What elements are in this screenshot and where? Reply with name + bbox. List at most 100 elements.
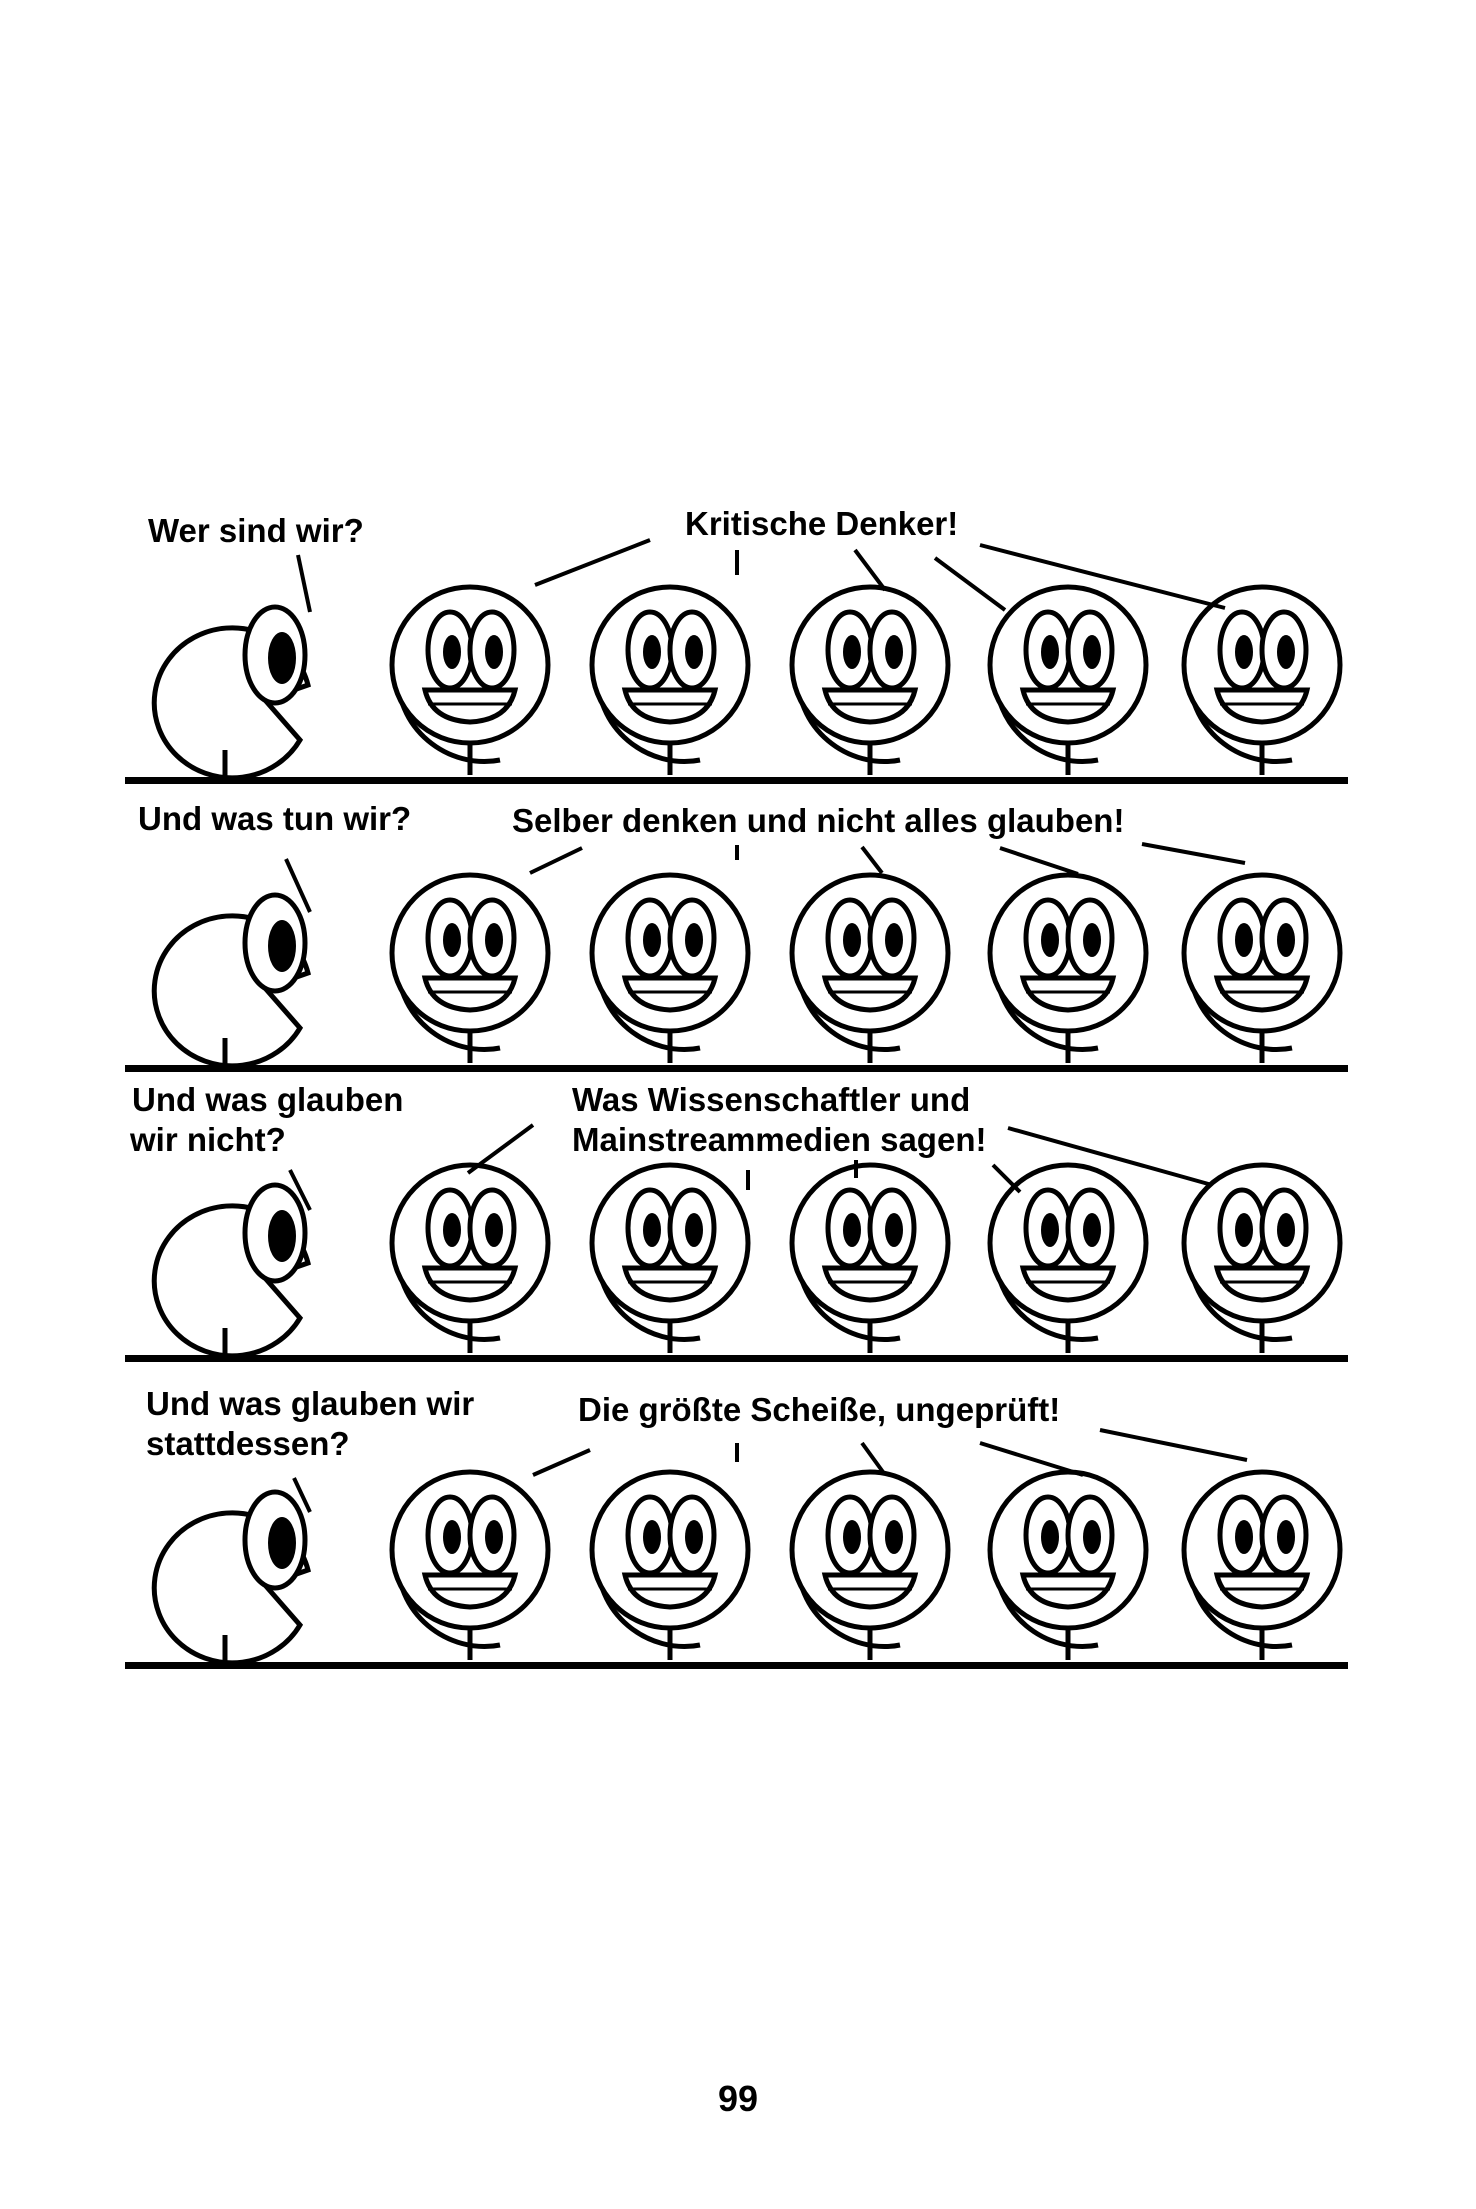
smiley-right-pupil [885,635,903,669]
smiley-right-pupil [485,1520,503,1554]
smiley-mouth [1019,1572,1117,1610]
answer-text: Selber denken und nicht alles glauben! [512,802,1124,839]
speech-tick [979,543,1226,610]
page-number: 99 [717,2078,759,2119]
speech-tick [999,846,1079,876]
smiley-left-pupil [1235,635,1253,669]
smiley-right-pupil [885,1213,903,1247]
smiley-mouth [1213,1265,1311,1303]
answer-text: Die größte Scheiße, ungeprüft! [578,1391,1060,1428]
speaker-figure [151,1182,311,1359]
question-text: wir nicht? [129,1121,286,1158]
speech-tick [288,1169,312,1211]
smiley-right-pupil [685,1213,703,1247]
smiley-face [589,872,751,1063]
smiley-left-pupil [843,923,861,957]
smiley-face [1181,872,1343,1063]
smiley-face [789,1469,951,1660]
ground-line [125,1355,1348,1362]
smiley-face [589,1162,751,1353]
panel-figures [125,1123,1476,1368]
smiley-right-pupil [885,923,903,957]
speech-tick [860,1441,885,1474]
question-text: stattdessen? [146,1425,350,1462]
panel-3: Und was glauben wir nicht? Was Wissensch… [129,1081,986,1158]
speech-tick [466,1123,535,1175]
smiley-face [389,872,551,1063]
speech-tick [933,556,1007,612]
smiley-right-pupil [1083,635,1101,669]
smiley-left-pupil [443,635,461,669]
smiley-face [389,584,551,775]
question-text: Wer sind wir? [148,512,364,549]
ground-line [125,1065,1348,1072]
smiley-left-pupil [443,923,461,957]
speaker-pupil [268,1210,296,1262]
smiley-right-pupil [485,923,503,957]
smiley-mouth [1019,687,1117,725]
smiley-right-pupil [1277,923,1295,957]
smiley-left-pupil [1041,923,1059,957]
smiley-right-pupil [885,1520,903,1554]
smiley-mouth [421,687,519,725]
smiley-face [389,1469,551,1660]
smiley-right-pupil [1277,1520,1295,1554]
smiley-face [589,1469,751,1660]
speaker-figure [151,892,311,1069]
smiley-mouth [1019,975,1117,1013]
ground-line [125,777,1348,784]
smiley-face [789,872,951,1063]
speech-tick [1007,1126,1213,1187]
smiley-mouth [821,1265,919,1303]
smiley-mouth [821,687,919,725]
smiley-right-pupil [485,635,503,669]
speech-tick [860,845,884,875]
crop-mask [1348,848,1476,1078]
speaker-figure [151,1489,311,1666]
panel-figures [125,538,1476,790]
answer-text: Kritische Denker! [685,505,958,542]
smiley-mouth [421,975,519,1013]
smiley-mouth [1213,1572,1311,1610]
speech-tick [296,554,312,613]
smiley-left-pupil [843,1213,861,1247]
figures-layer [125,538,1476,1675]
smiley-left-pupil [1041,635,1059,669]
smiley-right-pupil [1083,923,1101,957]
speech-tick [853,548,887,592]
speaker-figure [151,604,311,781]
smiley-mouth [821,975,919,1013]
smiley-left-pupil [843,635,861,669]
smiley-face [987,584,1149,775]
ground-line [125,1662,1348,1669]
smiley-mouth [621,1265,719,1303]
smiley-left-pupil [643,923,661,957]
smiley-mouth [421,1265,519,1303]
panel-1: Wer sind wir? Kritische Denker! [148,505,958,549]
speech-tick [284,858,312,913]
question-text: Und was glauben wir [146,1385,474,1422]
panel-figures [125,1428,1476,1675]
answer-text: Mainstreammedien sagen! [572,1121,986,1158]
smiley-face [1181,1162,1343,1353]
speech-tick [991,1163,1022,1194]
smiley-mouth [1019,1265,1117,1303]
smiley-face [789,1162,951,1353]
panel-figures [125,842,1476,1078]
smiley-left-pupil [643,1520,661,1554]
smiley-face [789,584,951,775]
crop-mask [1348,1138,1476,1368]
speech-tick [1099,1428,1248,1462]
smiley-left-pupil [643,1213,661,1247]
smiley-face [1181,1469,1343,1660]
question-text: Und was tun wir? [138,800,411,837]
smiley-left-pupil [643,635,661,669]
smiley-right-pupil [685,923,703,957]
speech-tick [532,1448,591,1477]
speech-tick [292,1477,312,1513]
speaker-pupil [268,920,296,972]
smiley-right-pupil [1083,1520,1101,1554]
smiley-face [389,1162,551,1353]
answer-text: Was Wissenschaftler und [572,1081,970,1118]
smiley-face [987,1162,1149,1353]
